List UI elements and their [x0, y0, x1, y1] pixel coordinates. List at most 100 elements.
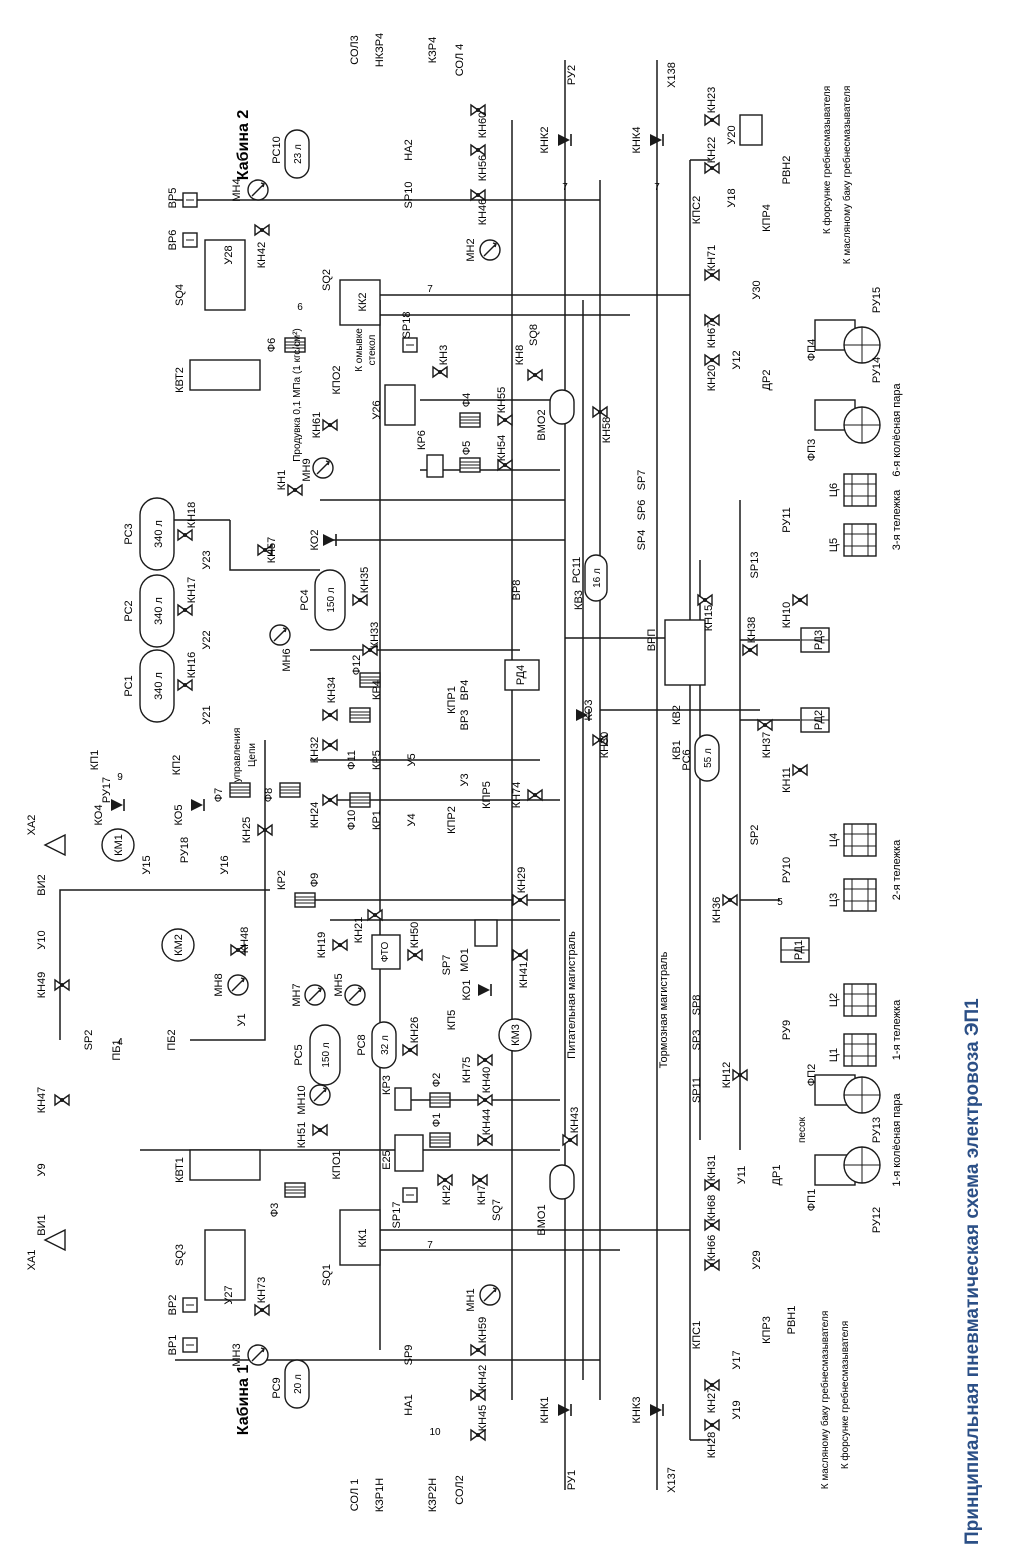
valve-kn3[interactable] — [432, 366, 448, 378]
valve-kn44[interactable] — [477, 1134, 493, 1146]
valve-kn23[interactable] — [704, 114, 720, 126]
label-kv1: КВ1 — [671, 740, 683, 760]
label-kn1: КН1 — [276, 470, 288, 490]
reservoir-pc1-name: РС1 — [123, 675, 135, 696]
valve-kn26[interactable] — [402, 1044, 418, 1056]
label-u5: У5 — [406, 753, 418, 766]
valve-kn35[interactable] — [352, 594, 368, 606]
valve-kn38[interactable] — [742, 644, 758, 656]
reservoir-pc5 — [309, 1024, 341, 1086]
valve-kn16[interactable] — [177, 679, 193, 691]
moisture-separator-vmo1 — [549, 1164, 575, 1200]
label-vmo2: ВМО2 — [536, 409, 548, 440]
label-u29: У29 — [751, 1250, 763, 1269]
reservoir-pc9 — [284, 1359, 310, 1409]
label-kn33: КН33 — [369, 622, 381, 649]
label-e25: Е25 — [381, 1150, 393, 1170]
main-reservoirs: 340 л РС1 340 л РС2 340 л РС3 КН16 КН17 … — [123, 312, 613, 725]
brake-valve-kvt2[interactable] — [189, 359, 261, 391]
wheel-pair-6b — [843, 406, 881, 444]
controller-kk1[interactable] — [339, 1209, 381, 1266]
label-u3: У3 — [459, 773, 471, 786]
label-kn74: КН74 — [511, 782, 523, 809]
reservoir-pc1-vol: 340 л — [153, 672, 165, 700]
label-u22: У22 — [201, 630, 213, 649]
valve-kn50[interactable] — [407, 949, 423, 961]
valve-kn24[interactable] — [322, 794, 338, 806]
valve-kn2[interactable] — [437, 1174, 453, 1186]
valve-kn47[interactable] — [54, 1094, 70, 1106]
valve-kn7[interactable] — [472, 1174, 488, 1186]
brake-valve-kvt1[interactable] — [189, 1149, 261, 1181]
valve-kn75[interactable] — [477, 1054, 493, 1066]
valve-kn73[interactable] — [254, 1304, 270, 1316]
valve-kn49[interactable] — [54, 979, 70, 991]
note-sand: песок — [797, 1116, 808, 1143]
label-kn16: КН16 — [186, 652, 198, 679]
valve-kn21[interactable] — [367, 909, 383, 921]
valve-kn56[interactable] — [470, 144, 486, 156]
controller-kk2[interactable] — [339, 279, 381, 326]
valve-kn18[interactable] — [177, 529, 193, 541]
filter-f2 — [429, 1092, 451, 1108]
valve-kn59[interactable] — [470, 1344, 486, 1356]
valve-kn10[interactable] — [792, 594, 808, 606]
label-ru18: РУ18 — [179, 837, 191, 863]
label-ko4: КО4 — [93, 805, 105, 826]
valve-kn1[interactable] — [287, 484, 303, 496]
label-kp5: КП5 — [446, 1010, 458, 1030]
valve-kn17[interactable] — [177, 604, 193, 616]
label-kpr3: КПР3 — [761, 1316, 773, 1344]
air-distributor-vrp[interactable] — [664, 619, 706, 686]
label-vr3: ВР3 — [459, 710, 471, 731]
label-fp3: ФП3 — [806, 439, 818, 461]
pipe-number: 7 — [427, 284, 433, 295]
label-xa1: ХА1 — [26, 1250, 38, 1271]
note-nozzle-b: К форсунке гребнесмазывателя — [821, 86, 833, 234]
note-washers-2: стекол — [367, 334, 378, 365]
label-sq4: SQ4 — [174, 284, 186, 306]
valve-kn34[interactable] — [322, 709, 338, 721]
cylinder-c5 — [843, 523, 877, 557]
switch-vr5 — [182, 192, 198, 208]
valve-kn22[interactable] — [704, 162, 720, 174]
valve-kn43[interactable] — [562, 1134, 578, 1146]
valve-kn20[interactable] — [704, 354, 720, 366]
valve-kn19[interactable] — [332, 939, 348, 951]
valve-kn37[interactable] — [757, 719, 773, 731]
valve-kn41[interactable] — [512, 949, 528, 961]
label-c1: Ц1 — [828, 1048, 840, 1062]
label-u15: У15 — [141, 855, 153, 874]
label-f3: Ф3 — [269, 1203, 281, 1217]
reservoir-pc3-name: РС3 — [123, 523, 135, 544]
valve-kn8[interactable] — [527, 369, 543, 381]
label-c3: Ц3 — [828, 893, 840, 907]
valve-kn74[interactable] — [527, 789, 543, 801]
label-kn17: КН17 — [186, 577, 198, 604]
note-nozzle-a: К форсунке гребнесмазывателя — [839, 1321, 851, 1469]
valve-kn32[interactable] — [322, 739, 338, 751]
valve-kn15[interactable] — [697, 594, 713, 606]
label-kn45: КН45 — [477, 1405, 489, 1432]
label-kn60: КН60 — [477, 112, 489, 139]
valve-kn61[interactable] — [322, 419, 338, 431]
valve-kn55[interactable] — [497, 414, 513, 426]
separator-mo1 — [474, 919, 498, 947]
label-f2: Ф2 — [431, 1073, 443, 1087]
valve-kn46[interactable] — [470, 189, 486, 201]
diagram-caption: Принципиальная пневматическая схема элек… — [962, 998, 983, 1545]
valve-kn51[interactable] — [312, 1124, 328, 1136]
label-kpr1: КПР1 — [446, 686, 458, 714]
label-kn59: КН59 — [477, 1317, 489, 1344]
valve-kn40[interactable] — [477, 1094, 493, 1106]
horn-xa1 — [43, 1228, 66, 1252]
valve-kn11[interactable] — [792, 764, 808, 776]
valve-kn29[interactable] — [512, 894, 528, 906]
valve-kn36[interactable] — [722, 894, 738, 906]
valve-kn28[interactable] — [704, 1419, 720, 1431]
pipe-number: 7 — [562, 182, 568, 193]
label-kn18: КН18 — [186, 502, 198, 529]
label-kzr1n: КЗР1Н — [374, 1478, 386, 1512]
valve-kn42-cab2[interactable] — [254, 224, 270, 236]
switch-sp17 — [402, 1187, 418, 1203]
